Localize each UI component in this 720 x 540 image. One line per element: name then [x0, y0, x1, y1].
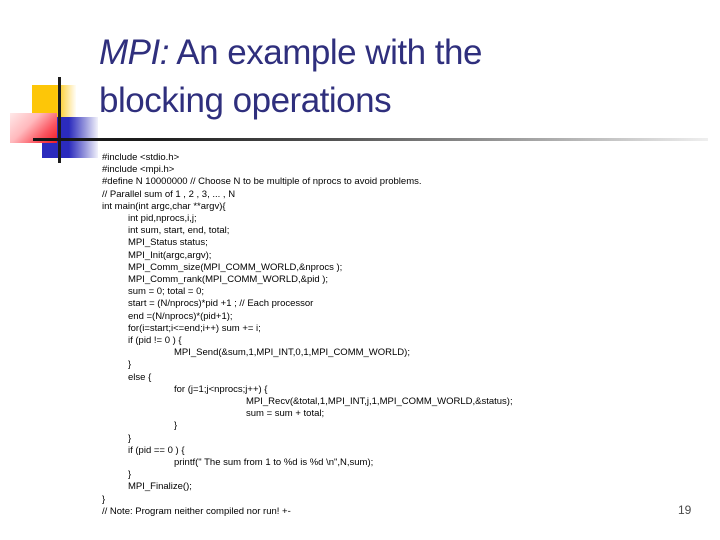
page-number: 19: [678, 503, 692, 517]
code-line: int main(int argc,char **argv){: [102, 200, 226, 212]
code-line: for(i=start;i<=end;i++) sum += i;: [128, 322, 261, 334]
code-line: #include <mpi.h>: [102, 164, 175, 176]
code-line: MPI_Finalize();: [128, 481, 192, 493]
code-line: // Note: Program neither compiled nor ru…: [102, 505, 291, 517]
code-line: MPI_Send(&sum,1,MPI_INT,0,1,MPI_COMM_WOR…: [174, 347, 410, 359]
code-line: for (j=1;j<nprocs;j++) {: [174, 383, 268, 395]
code-line: sum = sum + total;: [246, 408, 325, 420]
code-line: // Parallel sum of 1 , 2 , 3, ... , N: [102, 188, 236, 200]
page-title: MPI: An example with the blocking operat…: [99, 29, 599, 125]
code-line: else {: [128, 371, 152, 383]
code-line: if (pid != 0 ) {: [128, 335, 182, 347]
code-line: MPI_Comm_size(MPI_COMM_WORLD,&nprocs );: [128, 261, 343, 273]
code-line: }: [174, 420, 178, 432]
code-line: MPI_Recv(&total,1,MPI_INT,j,1,MPI_COMM_W…: [246, 396, 513, 408]
code-line: end =(N/nprocs)*(pid+1);: [128, 310, 233, 322]
code-line: }: [102, 493, 106, 505]
code-line: int sum, start, end, total;: [128, 225, 230, 237]
code-line: MPI_Init(argc,argv);: [128, 249, 212, 261]
code-line: printf(" The sum from 1 to %d is %d \n",…: [174, 457, 374, 469]
code-line: #define N 10000000 // Choose N to be mul…: [102, 176, 422, 188]
title-line-1-rest: An example with the: [168, 33, 482, 72]
code-line: MPI_Status status;: [128, 237, 208, 249]
code-line: int pid,nprocs,i,j;: [128, 213, 197, 225]
code-line: if (pid == 0 ) {: [128, 444, 185, 456]
code-block: #include <stdio.h>#include <mpi.h>#defin…: [102, 152, 513, 518]
decor-yellow-square: [32, 85, 76, 118]
code-line: }: [128, 359, 132, 371]
decor-vertical-line: [58, 77, 61, 163]
code-line: }: [128, 432, 132, 444]
title-line-2: blocking operations: [99, 81, 392, 120]
code-line: }: [128, 469, 132, 481]
title-emphasis: MPI:: [99, 33, 169, 72]
code-line: MPI_Comm_rank(MPI_COMM_WORLD,&pid );: [128, 274, 329, 286]
title-divider-line: [33, 138, 708, 141]
code-line: #include <stdio.h>: [102, 152, 180, 163]
code-line: sum = 0; total = 0;: [128, 286, 205, 298]
code-line: start = (N/nprocs)*pid +1 ; // Each proc…: [128, 298, 314, 310]
title-line-1: MPI: An example with the: [99, 29, 599, 77]
